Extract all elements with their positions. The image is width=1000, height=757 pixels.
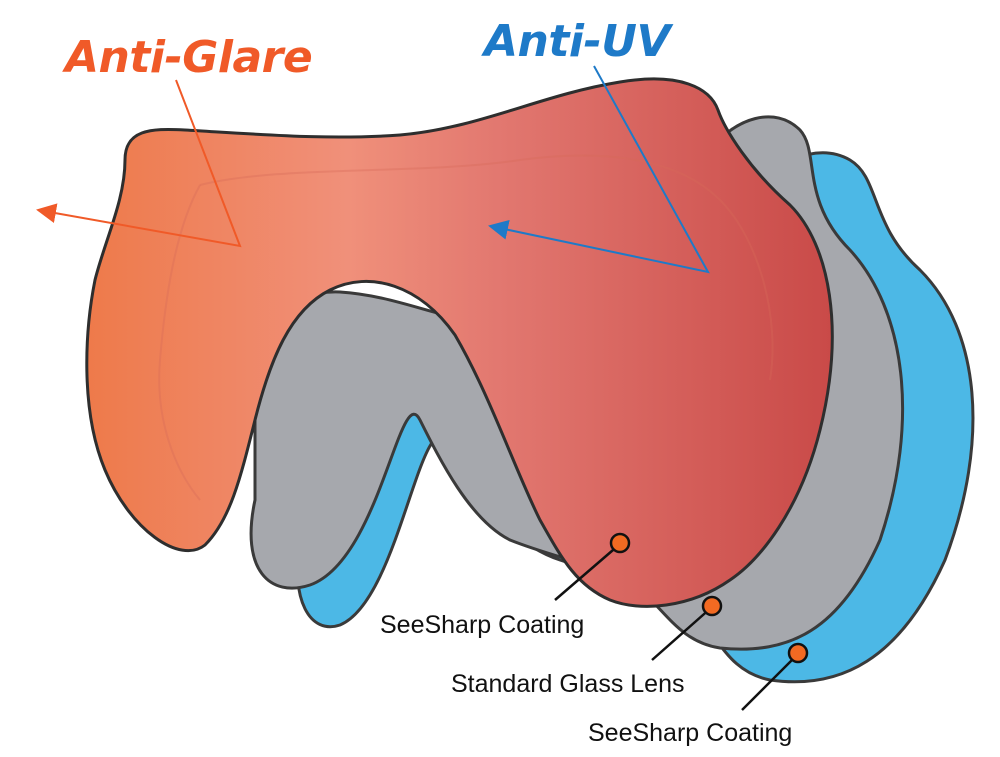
- callout-back-coating: SeeSharp Coating: [588, 642, 809, 747]
- front-coating-layer: [85, 77, 834, 608]
- anti-glare-arrow: [36, 79, 242, 248]
- back-coating-marker: [787, 642, 809, 664]
- back-coating-label: SeeSharp Coating: [588, 719, 792, 747]
- callout-front-coating: SeeSharp Coating: [380, 532, 631, 639]
- front-coating-label: SeeSharp Coating: [380, 611, 584, 639]
- front-coating-marker: [609, 532, 631, 554]
- anti-glare-heading: Anti-Glare: [62, 32, 312, 83]
- anti-uv-heading: Anti-UV: [481, 16, 673, 67]
- anti-uv-arrow: [488, 65, 710, 274]
- glass-lens-label: Standard Glass Lens: [451, 670, 684, 698]
- glass-lens-marker: [701, 595, 723, 617]
- callout-glass-lens: Standard Glass Lens: [451, 595, 723, 698]
